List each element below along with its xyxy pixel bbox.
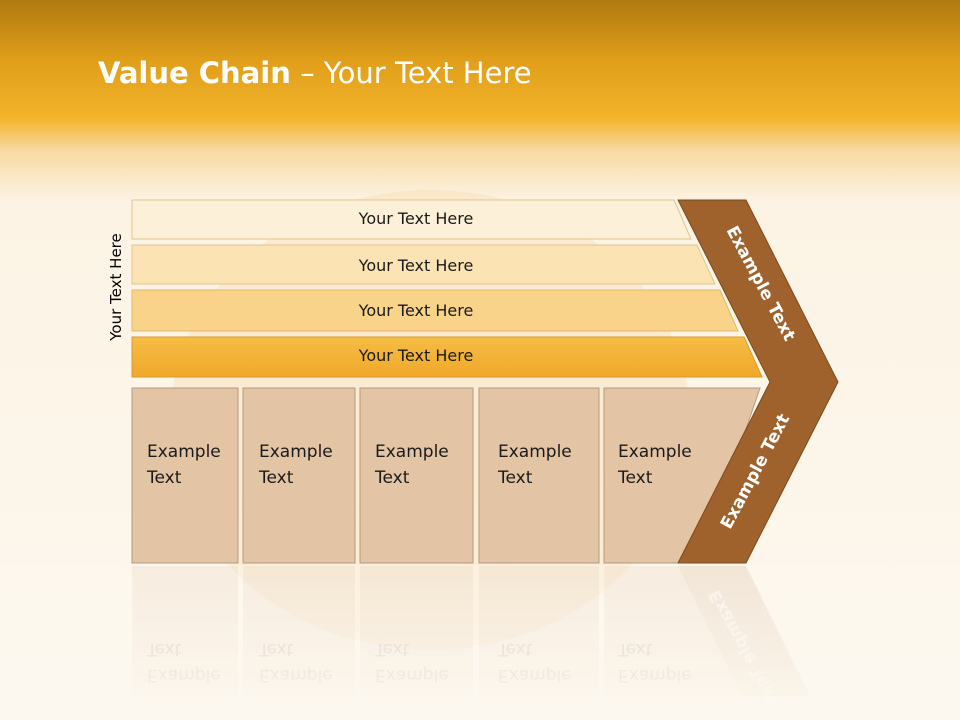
activity-box-2 [242,387,356,564]
row-band-2 [131,244,716,285]
title-bold: Value Chain [98,56,291,90]
title-rest: – Your Text Here [290,56,532,90]
row-band-4 [131,336,763,378]
row-label-1: Your Text Here [358,209,474,228]
row-label-4: Your Text Here [358,346,474,365]
slide-title: Value Chain – Your Text Here [98,56,532,90]
activity-box-4 [478,387,600,564]
row-label-3: Your Text Here [358,301,474,320]
row-label-2: Your Text Here [358,256,474,275]
activity-box-3 [359,387,474,564]
reflection [132,566,810,696]
row-band-3 [131,289,739,332]
row-band-1 [131,199,692,240]
chevron-arrow [677,199,839,564]
activity-box-1 [131,387,239,564]
